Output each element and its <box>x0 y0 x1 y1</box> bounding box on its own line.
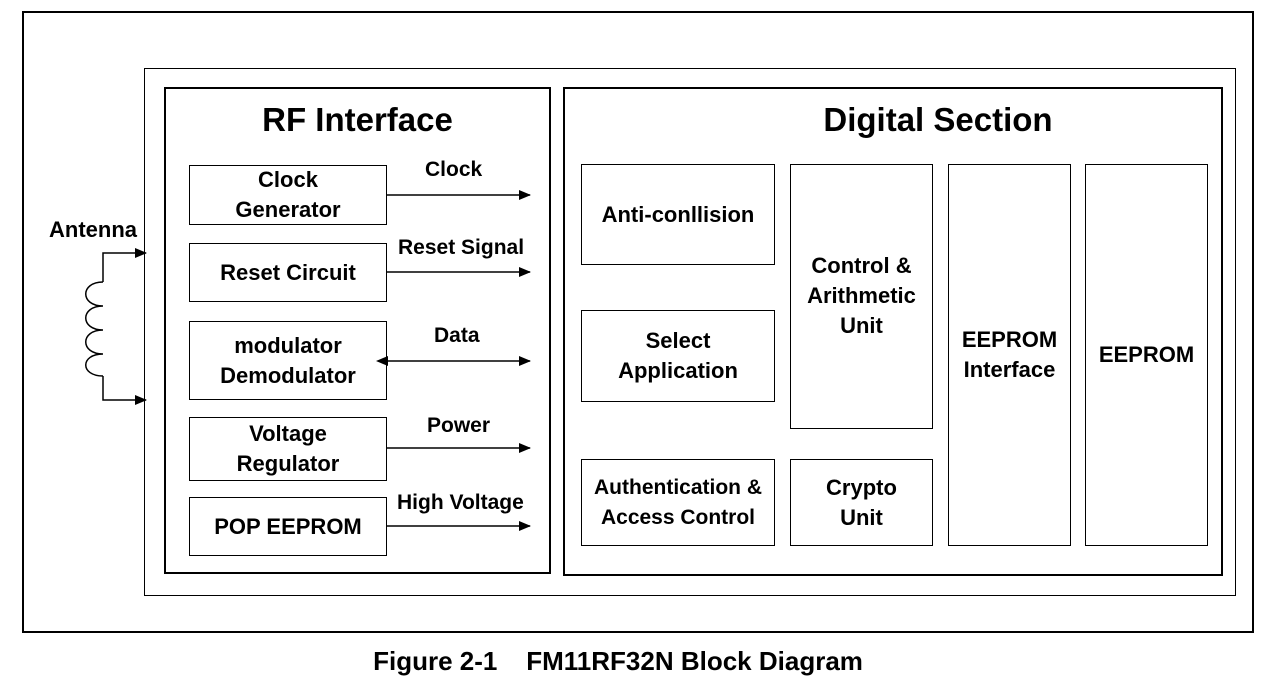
antenna-label: Antenna <box>49 217 137 242</box>
data-signal-label: Data <box>434 324 480 347</box>
rf-interface-section <box>164 87 551 574</box>
chip-boundary <box>144 68 1236 596</box>
eeprom-block: EEPROM <box>1085 164 1208 546</box>
clock-generator-block: Clock Generator <box>189 165 387 225</box>
eeprom-interface-block: EEPROM Interface <box>948 164 1071 546</box>
antenna-lead-bottom <box>102 376 147 405</box>
control-arithmetic-unit-block: Control & Arithmetic Unit <box>790 164 933 429</box>
pop-eeprom-block: POP EEPROM <box>189 497 387 556</box>
antenna-lead-top <box>102 248 147 282</box>
figure-caption: Figure 2-1 FM11RF32N Block Diagram <box>373 646 863 676</box>
clock-signal-label: Clock <box>425 158 483 181</box>
digital-section-title: Digital Section <box>823 101 1053 138</box>
rf-interface-title: RF Interface <box>262 101 453 138</box>
reset-circuit-block: Reset Circuit <box>189 243 387 302</box>
authentication-block: Authentication & Access Control <box>581 459 775 546</box>
power-signal-label: Power <box>427 414 491 437</box>
reset-signal-label: Reset Signal <box>398 236 525 259</box>
digital-section <box>563 87 1223 576</box>
modulator-demodulator-block: modulator Demodulator <box>189 321 387 400</box>
high-voltage-signal-label: High Voltage <box>397 491 524 514</box>
anticollision-block: Anti-conllision <box>581 164 775 265</box>
antenna-coil <box>85 281 104 377</box>
crypto-unit-block: Crypto Unit <box>790 459 933 546</box>
select-application-block: Select Application <box>581 310 775 402</box>
voltage-regulator-block: Voltage Regulator <box>189 417 387 481</box>
figure-frame <box>22 11 1254 633</box>
